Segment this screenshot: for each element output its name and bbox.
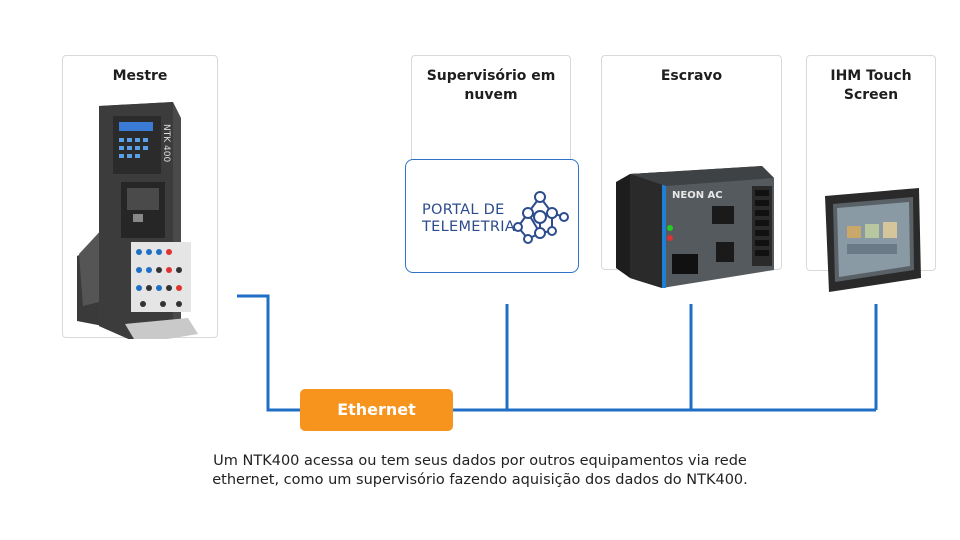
ethernet-label-box: Ethernet: [300, 389, 453, 431]
ntk400-device-image: NTK 400: [77, 102, 198, 339]
portal-telemetria-logo: PORTAL DE TELEMETRIA: [405, 159, 579, 273]
touch-screen-hmi-image: [825, 188, 921, 292]
supervisorio-title: Supervisório em nuvem: [412, 67, 570, 105]
portal-logo-line2: TELEMETRIA: [422, 219, 516, 235]
ntk400-label: NTK 400: [161, 124, 171, 162]
supervisorio-title-text: Supervisório em nuvem: [426, 68, 556, 103]
portal-logo-line1: PORTAL DE: [422, 202, 505, 218]
caption-line-1: Um NTK400 acessa ou tem seus dados por o…: [213, 453, 747, 469]
portal-logo-text: PORTAL DE TELEMETRIA: [422, 202, 515, 236]
network-nodes-icon: [513, 191, 569, 244]
neon-ac-label: NEON AC: [672, 190, 723, 201]
diagram-caption: Um NTK400 acessa ou tem seus dados por o…: [150, 452, 810, 490]
ihm-title: IHM Touch Screen: [807, 67, 935, 105]
mestre-card: Mestre NTK 400: [62, 55, 218, 339]
neon-ac-device-image: NEON AC: [616, 166, 774, 288]
escravo-card: Escravo NEON AC: [601, 55, 782, 288]
ihm-card: IHM Touch Screen: [806, 55, 936, 292]
escravo-title: Escravo: [660, 68, 723, 84]
wire-mestre: [237, 294, 300, 412]
ihm-title-text: IHM Touch Screen: [830, 68, 912, 103]
caption-line-2: ethernet, como um supervisório fazendo a…: [212, 472, 748, 488]
mestre-title: Mestre: [112, 68, 168, 84]
